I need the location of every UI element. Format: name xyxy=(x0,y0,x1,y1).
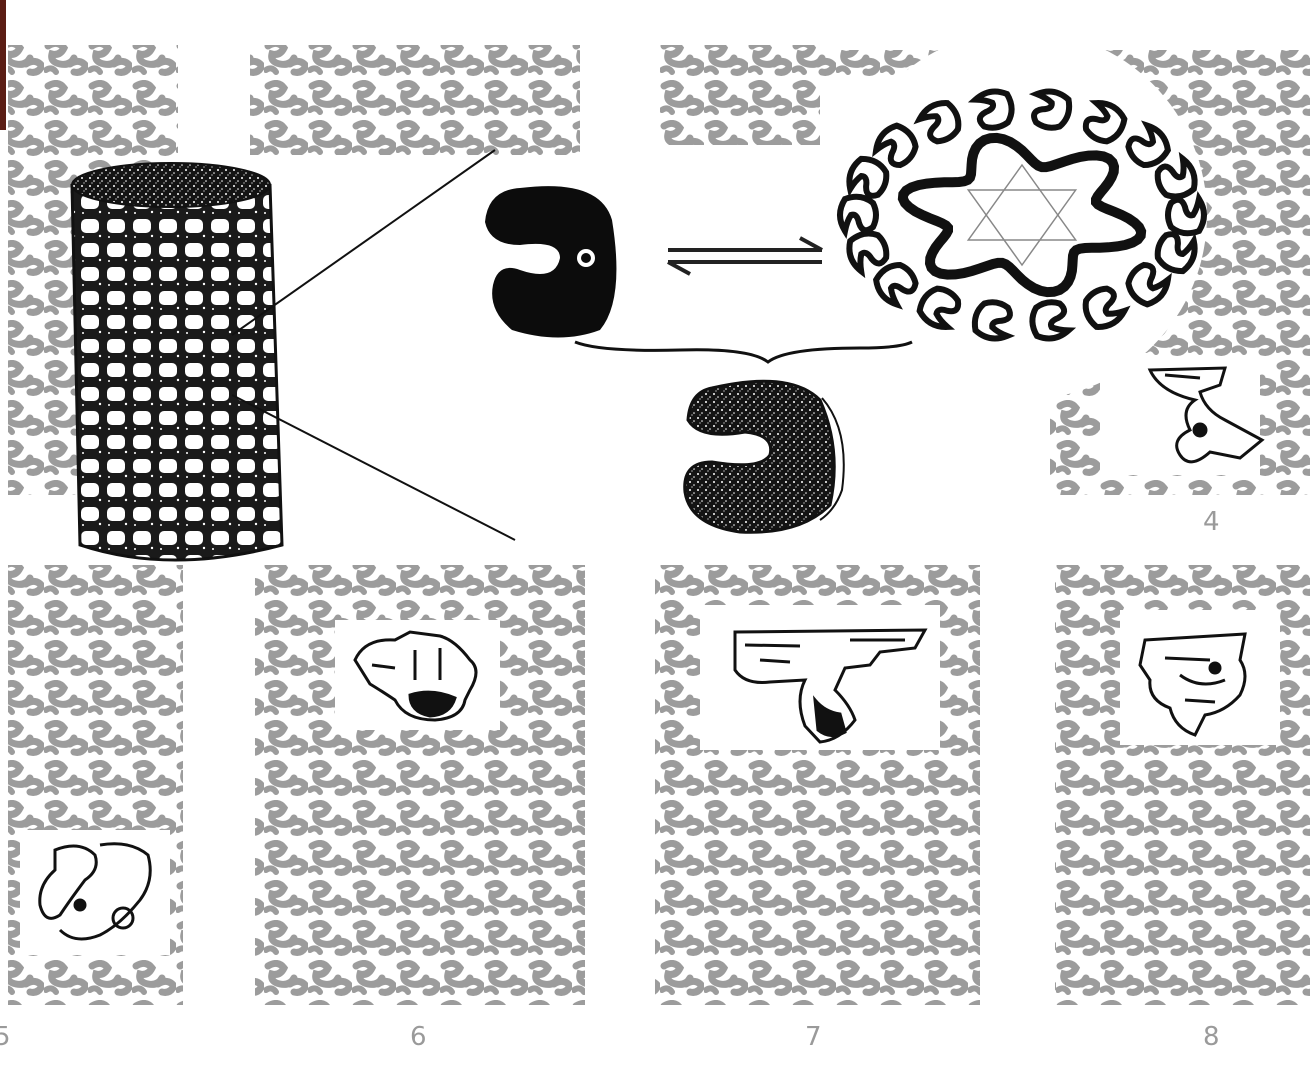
panel-number-6: 6 xyxy=(410,1022,427,1052)
panel-number-7: 7 xyxy=(805,1022,822,1052)
ring-subunit-icon xyxy=(840,197,876,231)
pattern-panel-top-3 xyxy=(660,45,820,145)
pattern-panel-top-2 xyxy=(250,45,580,155)
subunit-ring-icon xyxy=(837,30,1207,400)
panel-number-8: 8 xyxy=(1203,1022,1220,1052)
panel-number-5: 5 xyxy=(0,1022,11,1052)
ring-subunit-icon xyxy=(1032,89,1072,130)
brace-connector xyxy=(575,342,912,362)
subunit-black-icon xyxy=(485,186,616,337)
ring-subunit-icon xyxy=(972,299,1012,340)
equilibrium-arrow-icon xyxy=(668,238,822,274)
panel-number-4: 4 xyxy=(1203,507,1220,537)
ring-subunit-icon xyxy=(1168,199,1204,233)
microtubule-cylinder-icon xyxy=(72,163,282,560)
subunit-speckled-icon xyxy=(685,381,844,532)
